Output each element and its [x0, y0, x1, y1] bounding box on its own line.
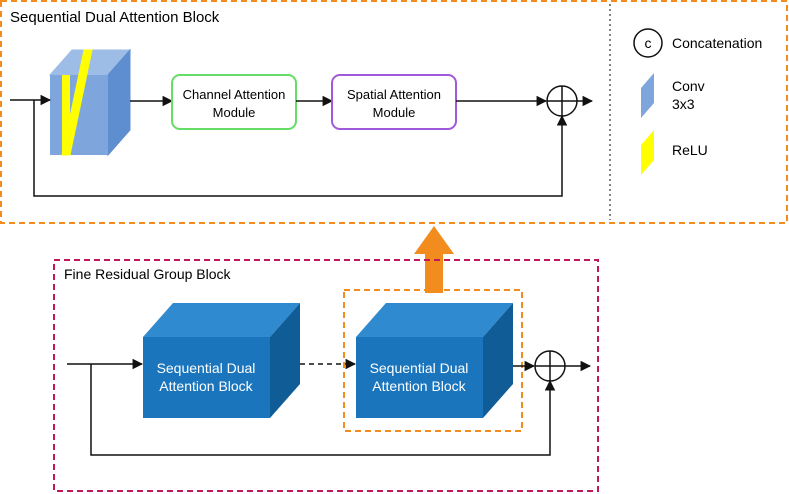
- top-block-title: Sequential Dual Attention Block: [10, 9, 220, 26]
- relu-stripe-front: [62, 75, 70, 155]
- sda-block-2-front: [356, 337, 483, 418]
- sda-block-1-label-2: Attention Block: [159, 378, 253, 394]
- sda-block-2-label-2: Attention Block: [372, 378, 466, 394]
- relu-legend-icon: [641, 130, 654, 175]
- sda-block-1: Sequential Dual Attention Block: [143, 303, 300, 418]
- concatenation-icon: [633, 28, 663, 58]
- bottom-block-title: Fine Residual Group Block: [64, 266, 232, 282]
- sda-block-1-label-1: Sequential Dual: [157, 360, 256, 376]
- conv-relu-layer: [48, 48, 132, 157]
- bottom-skip-path: [90, 364, 556, 456]
- conv-legend-icon: [641, 73, 654, 118]
- conv-legend-label-2: 3x3: [672, 96, 695, 112]
- spatial-module-label-1: Spatial Attention: [347, 87, 441, 102]
- relu-legend-label: ReLU: [672, 142, 708, 158]
- channel-module-label-2: Module: [213, 105, 256, 120]
- spatial-module-label-2: Module: [373, 105, 416, 120]
- bottom-block-frame: [53, 259, 599, 492]
- sda-block-2: Sequential Dual Attention Block: [356, 303, 513, 418]
- concatenation-label: Concatenation: [672, 35, 762, 51]
- sda-block-2-label-1: Sequential Dual: [370, 360, 469, 376]
- sda-block-1-top: [143, 303, 300, 337]
- concatenation-symbol: c: [645, 35, 652, 51]
- sda-block-1-side: [270, 303, 300, 418]
- top-skip-path: [33, 100, 568, 197]
- top-add-node: [546, 85, 578, 117]
- channel-module-label-1: Channel Attention: [183, 87, 286, 102]
- channel-attention-module: [171, 74, 297, 130]
- sda-block-2-top: [356, 303, 513, 337]
- sda-block-1-front: [143, 337, 270, 418]
- spatial-attention-module: [331, 74, 457, 130]
- top-block-frame: [0, 0, 788, 224]
- sda-block-2-side: [483, 303, 513, 418]
- bottom-add-node: [534, 350, 566, 382]
- conv-legend-label-1: Conv: [672, 78, 705, 94]
